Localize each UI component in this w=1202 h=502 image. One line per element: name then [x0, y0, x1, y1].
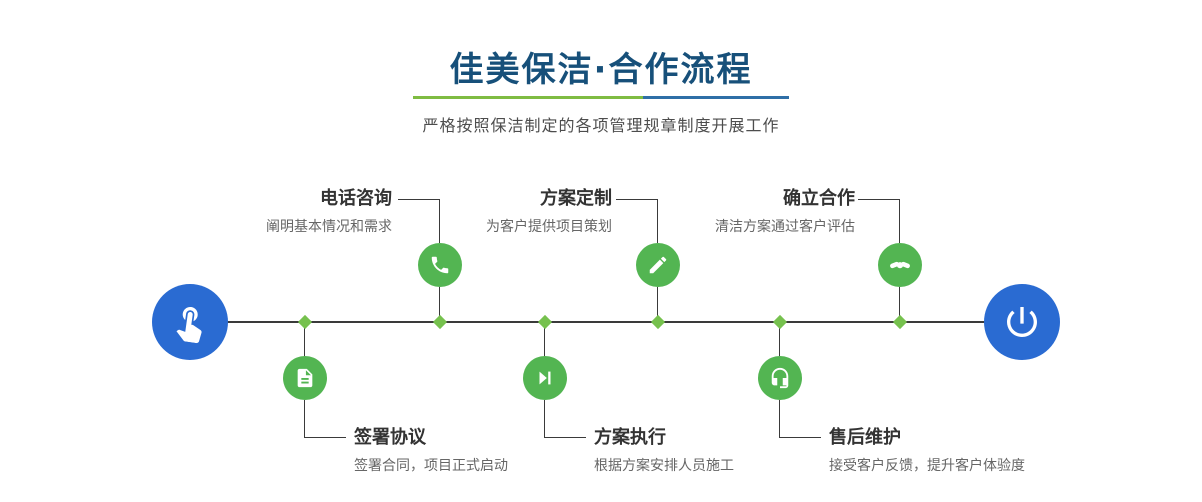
timeline-node-marker	[892, 314, 908, 330]
support-step-node	[758, 356, 802, 400]
handshake-icon	[890, 261, 910, 269]
page-title: 佳美保洁·合作流程	[449, 50, 753, 90]
timeline-axis	[190, 321, 1022, 323]
step-title: 方案执行	[594, 427, 666, 448]
connector-line	[439, 199, 440, 243]
connector-line	[858, 199, 899, 200]
document-sign-icon	[297, 368, 313, 388]
power-icon	[1007, 307, 1037, 337]
play-execute-icon	[539, 371, 551, 385]
step-label-block: 方案执行 根据方案安排人员施工	[594, 425, 734, 476]
step-label-block: 方案定制 为客户提供项目策划	[486, 186, 612, 237]
step-desc: 签署合同，项目正式启动	[354, 458, 508, 474]
phone-step-node	[418, 243, 462, 287]
document-step-node	[283, 356, 327, 400]
step-desc: 阐明基本情况和需求	[266, 219, 392, 235]
step-label-block: 电话咨询 阐明基本情况和需求	[266, 186, 392, 237]
pencil-design-icon	[649, 256, 667, 274]
step-desc: 清洁方案通过客户评估	[715, 219, 855, 235]
timeline-node-marker	[772, 314, 788, 330]
connector-line	[899, 199, 900, 243]
connector-line	[544, 323, 545, 356]
connector-line	[304, 437, 346, 438]
connector-line	[544, 437, 586, 438]
connector-line	[779, 400, 780, 438]
step-label-block: 签署协议 签署合同，项目正式启动	[354, 425, 508, 476]
step-title: 确立合作	[783, 188, 855, 209]
connector-line	[779, 437, 821, 438]
step-label-block: 确立合作 清洁方案通过客户评估	[715, 186, 855, 237]
connector-line	[544, 400, 545, 438]
underline-green-segment	[413, 96, 643, 99]
timeline-node-marker	[650, 314, 666, 330]
headset-support-icon	[771, 367, 789, 389]
execute-step-node	[523, 356, 567, 400]
timeline-start-node	[152, 284, 228, 360]
timeline-node-marker	[432, 314, 448, 330]
connector-line	[304, 400, 305, 438]
step-label-block: 售后维护 接受客户反馈，提升客户体验度	[829, 425, 1025, 476]
connector-line	[398, 199, 439, 200]
title-underline	[413, 96, 789, 99]
step-title: 签署协议	[354, 427, 426, 448]
timeline-node-marker	[537, 314, 553, 330]
underline-blue-segment	[643, 96, 789, 99]
step-desc: 为客户提供项目策划	[486, 219, 612, 235]
connector-line	[657, 287, 658, 319]
timeline-end-node	[984, 284, 1060, 360]
step-title: 电话咨询	[320, 188, 392, 209]
phone-icon	[431, 256, 449, 274]
step-title: 售后维护	[829, 427, 901, 448]
step-title: 方案定制	[540, 188, 612, 209]
connector-line	[439, 287, 440, 319]
connector-line	[657, 199, 658, 243]
design-step-node	[636, 243, 680, 287]
step-desc: 根据方案安排人员施工	[594, 458, 734, 474]
connector-line	[616, 199, 657, 200]
timeline-node-marker	[297, 314, 313, 330]
step-desc: 接受客户反馈，提升客户体验度	[829, 458, 1025, 474]
connector-line	[899, 287, 900, 319]
connector-line	[304, 323, 305, 356]
page-subtitle: 严格按照保洁制定的各项管理规章制度开展工作	[422, 116, 780, 135]
cooperation-step-node	[878, 243, 922, 287]
pointer-hand-icon	[176, 306, 202, 344]
connector-line	[779, 323, 780, 356]
